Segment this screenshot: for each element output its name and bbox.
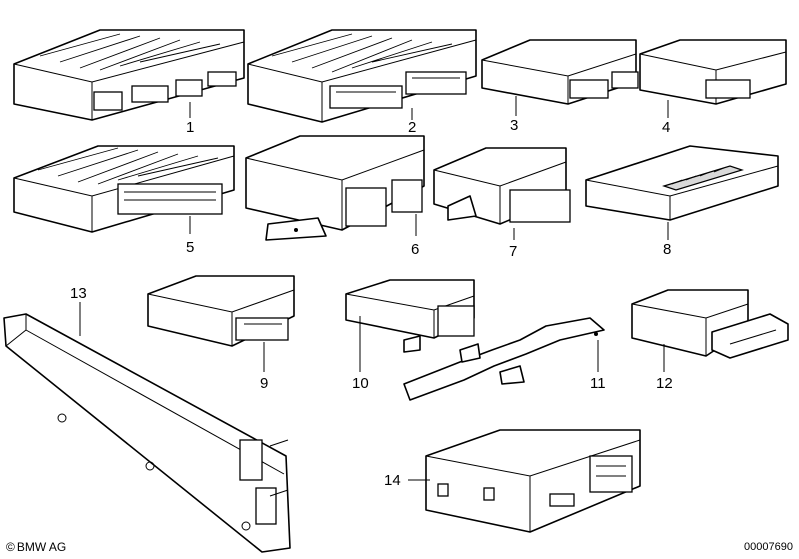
part-2-control-unit[interactable]	[247, 29, 477, 123]
part-13-control-panel[interactable]	[3, 313, 291, 553]
label-part-8: 8	[663, 241, 671, 258]
label-part-10: 10	[352, 375, 369, 392]
part-1-control-unit[interactable]	[13, 29, 245, 121]
label-part-2: 2	[408, 119, 416, 136]
part-12-plug-module[interactable]	[631, 289, 789, 359]
label-part-3: 3	[510, 117, 518, 134]
drawing-number: 00007690	[744, 541, 793, 553]
label-part-5: 5	[186, 239, 194, 256]
brand-text: BMW AG	[16, 540, 67, 554]
label-part-6: 6	[411, 241, 419, 258]
label-part-9: 9	[260, 375, 268, 392]
part-4-control-unit[interactable]	[639, 39, 787, 105]
part-7-control-unit[interactable]	[433, 147, 571, 225]
footer-brand: ©BMW AG	[6, 540, 66, 554]
part-14-control-unit[interactable]	[425, 429, 641, 533]
part-11-mounting-bracket[interactable]	[403, 317, 605, 401]
part-8-control-unit[interactable]	[585, 145, 779, 221]
part-10-control-unit[interactable]	[345, 279, 475, 353]
label-part-11: 11	[590, 375, 606, 392]
label-part-13: 13	[70, 285, 87, 302]
part-6-control-unit[interactable]	[245, 135, 425, 241]
label-part-1: 1	[186, 119, 194, 136]
copyright-symbol: ©	[6, 540, 15, 554]
label-part-14: 14	[384, 472, 401, 489]
label-part-4: 4	[662, 119, 670, 136]
part-9-control-unit[interactable]	[147, 275, 295, 347]
label-part-12: 12	[656, 375, 673, 392]
part-5-control-unit[interactable]	[13, 145, 235, 233]
part-3-control-unit[interactable]	[481, 39, 639, 105]
label-part-7: 7	[509, 243, 517, 260]
